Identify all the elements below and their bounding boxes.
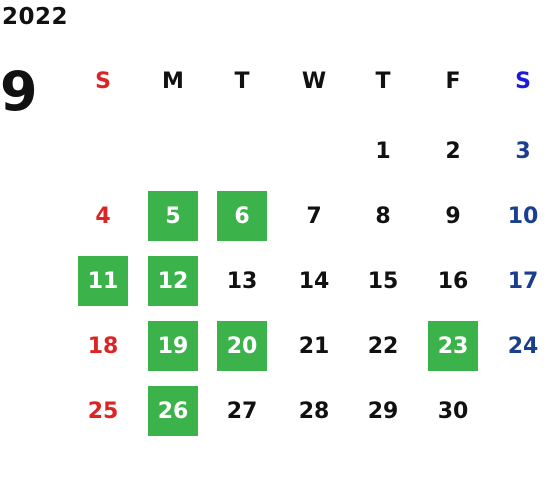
calendar-day: 22: [367, 333, 399, 359]
calendar-day: 8: [375, 203, 391, 229]
calendar-day: 30: [437, 398, 469, 424]
calendar-day-highlighted: 6: [217, 191, 267, 241]
calendar-day-highlighted: 11: [78, 256, 128, 306]
calendar-day: 25: [87, 398, 119, 424]
calendar-day: 24: [507, 333, 539, 359]
weekday-header: T: [375, 68, 391, 94]
calendar-day: 17: [507, 268, 539, 294]
calendar-day: 18: [87, 333, 119, 359]
calendar-day: 2: [445, 138, 461, 164]
calendar-day-highlighted: 19: [148, 321, 198, 371]
calendar-day-highlighted: 26: [148, 386, 198, 436]
weekday-header: M: [162, 68, 184, 94]
weekday-header: F: [445, 68, 461, 94]
calendar-day: 14: [298, 268, 330, 294]
calendar-day: 28: [298, 398, 330, 424]
weekday-header: S: [515, 68, 531, 94]
calendar-day: 4: [95, 203, 111, 229]
calendar-day: 15: [367, 268, 399, 294]
weekday-header: S: [95, 68, 111, 94]
calendar-day: 10: [507, 203, 539, 229]
calendar-month: 9: [0, 60, 38, 123]
calendar-day: 13: [226, 268, 258, 294]
weekday-header: W: [301, 68, 327, 94]
calendar-day-highlighted: 20: [217, 321, 267, 371]
calendar-day-highlighted: 23: [428, 321, 478, 371]
calendar-year: 2022: [2, 4, 69, 30]
calendar-day: 1: [375, 138, 391, 164]
calendar-day: 9: [445, 203, 461, 229]
calendar-day-highlighted: 5: [148, 191, 198, 241]
calendar-day: 21: [298, 333, 330, 359]
calendar-day: 27: [226, 398, 258, 424]
calendar-day: 3: [515, 138, 531, 164]
calendar-day: 7: [306, 203, 322, 229]
weekday-header: T: [234, 68, 250, 94]
calendar-day: 16: [437, 268, 469, 294]
calendar-day: 29: [367, 398, 399, 424]
calendar-day-highlighted: 12: [148, 256, 198, 306]
